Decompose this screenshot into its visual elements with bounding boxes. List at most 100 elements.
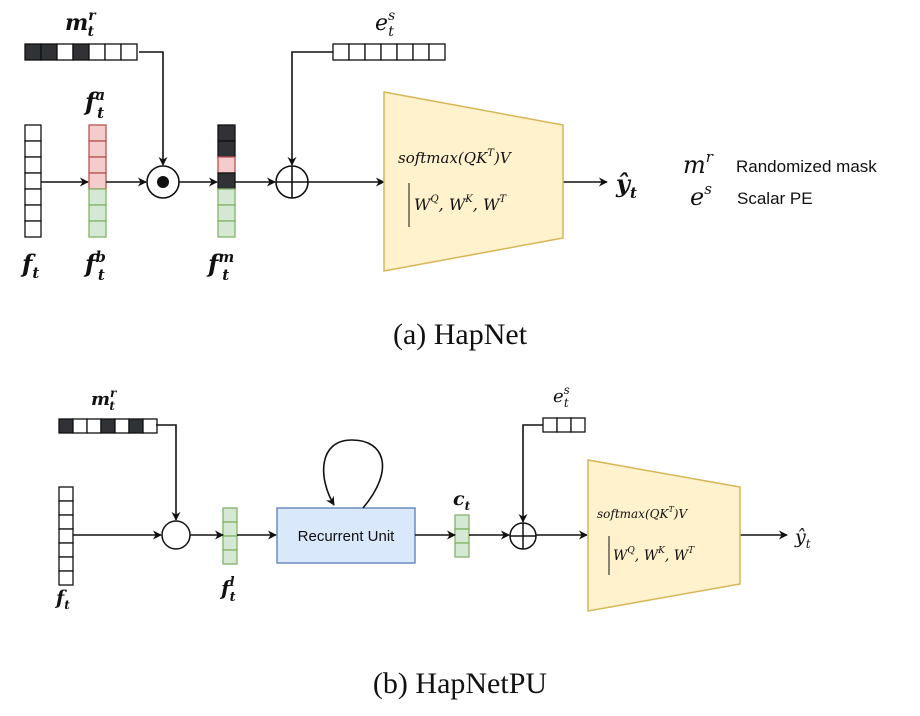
- vector-cell-dark: [217, 124, 236, 142]
- vector-cell-white: [88, 43, 106, 61]
- vector-cell-dark: [128, 418, 144, 434]
- vector-cell-dark: [72, 43, 90, 61]
- vector-cell-white: [58, 500, 74, 516]
- output-label-a: ŷt: [615, 169, 637, 202]
- pe-vector-b: [542, 417, 586, 433]
- vector-cell-white: [24, 204, 42, 222]
- vector-cell-green: [454, 514, 470, 530]
- input-label-b: ft: [54, 587, 70, 612]
- vector-cell-white: [58, 486, 74, 502]
- vector-cell-white: [24, 156, 42, 174]
- vector-cell-white: [142, 418, 158, 434]
- vector-cell-green: [88, 220, 107, 238]
- attention-block-a: softmax(QKT)V WQ, WK, WT: [383, 91, 564, 272]
- add-op-icon-b: [509, 522, 537, 550]
- vector-cell-red: [217, 156, 236, 174]
- vector-cell-dark: [24, 43, 42, 61]
- vector-cell-red: [88, 156, 107, 174]
- vector-cell-white: [24, 124, 42, 142]
- vector-cell-white: [556, 417, 572, 433]
- vector-cell-white: [570, 417, 586, 433]
- masked-vector: [217, 124, 236, 238]
- vector-cell-dark: [217, 140, 236, 158]
- recurrent-unit-label: Recurrent Unit: [298, 528, 396, 545]
- vector-cell-white: [332, 43, 350, 61]
- vector-cell-dark: [217, 172, 236, 190]
- vector-cell-green: [222, 507, 238, 523]
- output-label-b: ŷt: [794, 526, 811, 551]
- vector-cell-green: [222, 521, 238, 537]
- fl-vector: [222, 507, 238, 565]
- vector-cell-white: [104, 43, 122, 61]
- vector-cell-green: [217, 220, 236, 238]
- vector-cell-white: [24, 172, 42, 190]
- recurrent-unit: Recurrent Unit: [276, 439, 416, 564]
- legend-mask-symbol: mr: [683, 148, 714, 179]
- vector-cell-white: [114, 418, 130, 434]
- vector-cell-white: [56, 43, 74, 61]
- mask-op-icon: [161, 520, 191, 550]
- vector-cell-white: [58, 556, 74, 572]
- vector-cell-white: [364, 43, 382, 61]
- vector-cell-white: [24, 220, 42, 238]
- vector-cell-white: [72, 418, 88, 434]
- vector-cell-white: [380, 43, 398, 61]
- vector-cell-red: [88, 172, 107, 190]
- split-vector: [88, 124, 107, 238]
- vector-cell-green: [217, 204, 236, 222]
- legend: mr Randomized mask es Scalar PE: [683, 148, 877, 211]
- vector-cell-green: [454, 528, 470, 544]
- vector-cell-white: [58, 542, 74, 558]
- vector-cell-white: [86, 418, 102, 434]
- add-op-icon: [275, 165, 309, 199]
- vector-cell-green: [222, 549, 238, 565]
- vector-cell-white: [24, 140, 42, 158]
- vector-cell-white: [120, 43, 138, 61]
- svg-text:softmax(QKT)V: softmax(QKT)V: [398, 148, 513, 167]
- hadamard-product-icon: [146, 165, 180, 199]
- legend-mask-text: Randomized mask: [736, 157, 877, 176]
- vector-cell-dark: [100, 418, 116, 434]
- svg-text:softmax(QKT)V: softmax(QKT)V: [597, 505, 688, 521]
- svg-text:WQ, WK, WT: WQ, WK, WT: [613, 546, 695, 564]
- connectors-a: [41, 51, 608, 187]
- mask-vector-b: [58, 418, 158, 434]
- vector-cell-white: [428, 43, 446, 61]
- input-label-a: ft: [20, 249, 39, 282]
- vector-cell-white: [58, 514, 74, 530]
- vector-cell-red: [88, 140, 107, 158]
- recurrence-loop: [322, 439, 384, 509]
- vector-cell-dark: [58, 418, 74, 434]
- pe-vector-a: [332, 43, 446, 61]
- ct-label: ct: [453, 488, 471, 513]
- vector-cell-green: [88, 204, 107, 222]
- legend-pe-symbol: es: [690, 180, 712, 211]
- vector-cell-white: [58, 570, 74, 586]
- legend-pe-text: Scalar PE: [737, 189, 813, 208]
- vector-cell-white: [24, 188, 42, 206]
- vector-cell-white: [58, 528, 74, 544]
- ct-vector: [454, 514, 470, 558]
- vector-cell-white: [348, 43, 366, 61]
- vector-cell-green: [454, 542, 470, 558]
- caption-b: (b) HapNetPU: [373, 667, 547, 700]
- mask-vector-a: [24, 43, 138, 61]
- caption-a: (a) HapNet: [393, 318, 528, 351]
- vector-cell-white: [542, 417, 558, 433]
- vector-cell-white: [412, 43, 430, 61]
- vector-cell-white: [396, 43, 414, 61]
- vector-cell-green: [217, 188, 236, 206]
- input-vector-a: [24, 124, 42, 238]
- input-vector-b: [58, 486, 74, 586]
- attention-block-b: softmax(QKT)V WQ, WK, WT: [587, 459, 741, 612]
